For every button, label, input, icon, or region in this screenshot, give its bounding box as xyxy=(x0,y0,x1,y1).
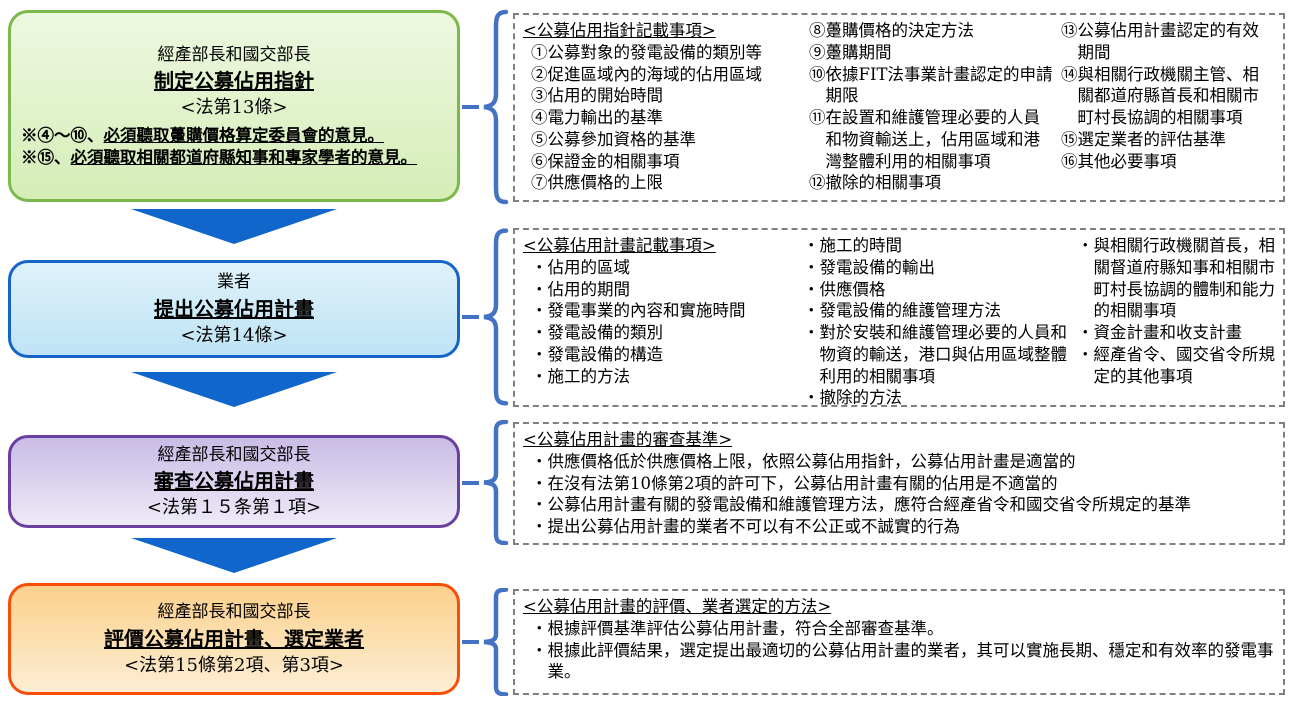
plan-item: ・發電設備的類別 xyxy=(531,323,663,343)
guideline-item: ⑭與相關行政機關主管、相關都道府縣首長和相關市町村長協調的相關事項 xyxy=(1061,64,1259,128)
brace-1-connector-line xyxy=(462,105,479,109)
brace-3-connector-line xyxy=(462,481,479,485)
guideline-item: ①公募對象的發電設備的類別等 xyxy=(531,42,762,62)
down-arrow-3 xyxy=(131,538,337,573)
step-1-law: <法第13條> xyxy=(180,97,288,119)
detail-box-evaluation-method: <公募佔用計畫的評價、業者選定的方法> ・根據評價基準評估公募佔用計畫，符合全部… xyxy=(513,589,1285,695)
step-2-law: <法第14條> xyxy=(180,324,288,346)
plan-item: ・發電設備的維護管理方法 xyxy=(803,301,1001,321)
evaluation-item: ・根據此評價結果，選定提出最適切的公募佔用計畫的業者，其可以實施長期、穩定和有效… xyxy=(531,640,1274,682)
plan-item: ・資金計畫和收支計畫 xyxy=(1077,323,1242,343)
plan-item: ・與相關行政機關首長，相關督道府縣知事和相關市町村長協調的體制和能力的相關事項 xyxy=(1077,236,1275,321)
step-2-actor: 業者 xyxy=(217,272,251,293)
review-item: ・在沒有法第10條第2項的許可下，公募佔用計畫有關的佔用是不適當的 xyxy=(531,473,1058,493)
guideline-item: ⑨躉購期間 xyxy=(809,42,892,62)
plan-item: ・佔用的區域 xyxy=(531,257,630,277)
step-4-actor: 經產部長和國交部長 xyxy=(157,602,311,623)
guideline-item: ③佔用的開始時間 xyxy=(531,86,663,106)
brace-4-connector-line xyxy=(462,640,479,644)
plan-item: ・施工的時間 xyxy=(803,236,902,255)
guideline-col-2: ⑧躉購價格的決定方法 ⑨躉購期間 ⑩依據FIT法事業計畫認定的申請期限 ⑪在設置… xyxy=(801,20,1053,194)
plan-item: ・佔用的期間 xyxy=(531,279,630,299)
flow-step-4-box: 經產部長和國交部長 評價公募佔用計畫、選定業者 <法第15條第2項、第3項> xyxy=(8,583,460,695)
guideline-item: ⑤公募參加資格的基準 xyxy=(531,129,696,149)
plan-item: ・供應價格 xyxy=(803,279,886,299)
step-1-note-1: ※④～⑩、必須聽取躉購價格算定委員會的意見。 xyxy=(21,125,384,145)
step-1-notes: ※④～⑩、必須聽取躉購價格算定委員會的意見。 ※⑮、必須聽取相關都道府縣知事和專… xyxy=(11,121,457,170)
guideline-item: ②促進區域內的海域的佔用區域 xyxy=(531,64,762,84)
flow-step-2-box: 業者 提出公募佔用計畫 <法第14條> xyxy=(8,260,460,358)
plan-item: ・經產省令、國交省令所規定的其他事項 xyxy=(1077,344,1275,386)
plan-col-2: ・施工的時間 ・發電設備的輸出 ・供應價格 ・發電設備的維護管理方法 ・對於安裝… xyxy=(795,235,1069,409)
plan-item: ・發電事業的內容和實施時間 xyxy=(531,301,746,321)
plan-item: ・施工的方法 xyxy=(531,366,630,386)
step-3-actor: 經產部長和國交部長 xyxy=(157,444,311,465)
down-arrow-2 xyxy=(131,372,337,407)
brace-2-icon xyxy=(477,228,511,406)
plan-heading: <公募佔用計畫記載事項> xyxy=(523,236,716,255)
step-2-action: 提出公募佔用計畫 xyxy=(154,296,314,321)
review-item: ・公募佔用計畫有關的發電設備和維護管理方法，應符合經產省令和國交省令所規定的基準 xyxy=(531,495,1191,515)
brace-4-icon xyxy=(477,588,511,696)
guideline-item: ⑩依據FIT法事業計畫認定的申請期限 xyxy=(809,64,1053,106)
guideline-item: ⑫撤除的相關事項 xyxy=(809,173,941,193)
down-arrow-1 xyxy=(131,209,337,244)
guideline-col-3: ⑬公募佔用計畫認定的有效期間 ⑭與相關行政機關主管、相關都道府縣首長和相關市町村… xyxy=(1053,20,1275,172)
detail-box-guideline-items: <公募佔用指針記載事項> ①公募對象的發電設備的類別等 ②促進區域內的海域的佔用… xyxy=(513,13,1285,202)
plan-col-3: ・與相關行政機關首長，相關督道府縣知事和相關市町村長協調的體制和能力的相關事項 … xyxy=(1069,235,1275,387)
brace-2-connector-line xyxy=(462,315,479,319)
step-4-action: 評價公募佔用計畫、選定業者 xyxy=(104,626,364,651)
flow-step-1-box: 經產部長和國交部長 制定公募佔用指針 <法第13條> ※④～⑩、必須聽取躉購價格… xyxy=(8,10,460,202)
step-1-note-2: ※⑮、必須聽取相關都道府縣知事和專家學者的意見。 xyxy=(21,147,417,167)
flow-step-3-box: 經產部長和國交部長 審查公募佔用計畫 <法第１５条第１項> xyxy=(8,435,460,528)
guideline-item: ⑪在設置和維護管理必要的人員和物資輸送上，佔用區域和港灣整體利用的相關事項 xyxy=(809,108,1040,171)
guideline-item: ⑮選定業者的評估基準 xyxy=(1061,129,1226,149)
plan-item: ・對於安裝和維護管理必要的人員和物資的輸送，港口與佔用區域整體利用的相關事項 xyxy=(803,323,1067,386)
brace-1-icon xyxy=(477,9,511,205)
review-item: ・提出公募佔用計畫的業者不可以有不公正或不誠實的行為 xyxy=(531,517,960,537)
brace-3-icon xyxy=(477,420,511,545)
guideline-item: ⑦供應價格的上限 xyxy=(531,173,663,193)
plan-item: ・發電設備的構造 xyxy=(531,344,663,364)
guideline-item: ⑬公募佔用計畫認定的有效期間 xyxy=(1061,21,1259,62)
guideline-col-1: <公募佔用指針記載事項> ①公募對象的發電設備的類別等 ②促進區域內的海域的佔用… xyxy=(523,20,801,194)
detail-box-plan-items: <公募佔用計畫記載事項> ・佔用的區域 ・佔用的期間 ・發電事業的內容和實施時間… xyxy=(513,228,1285,407)
step-1-action: 制定公募佔用指針 xyxy=(154,69,314,94)
step-3-law: <法第１５条第１項> xyxy=(146,497,322,519)
guideline-item: ⑧躉購價格的決定方法 xyxy=(809,21,974,40)
guideline-heading: <公募佔用指針記載事項> xyxy=(523,21,716,40)
review-item: ・供應價格低於供應價格上限，依照公募佔用指針，公募佔用計畫是適當的 xyxy=(531,451,1076,471)
step-1-actor: 經產部長和國交部長 xyxy=(157,44,311,65)
evaluation-heading: <公募佔用計畫的評價、業者選定的方法> xyxy=(523,597,832,616)
evaluation-item: ・根據評價基準評估公募佔用計畫，符合全部審查基準。 xyxy=(531,618,944,638)
plan-item: ・發電設備的輸出 xyxy=(803,257,935,277)
review-heading: <公募佔用計畫的審查基準> xyxy=(523,430,733,449)
plan-item: ・撤除的方法 xyxy=(803,388,902,408)
guideline-item: ④電力輸出的基準 xyxy=(531,108,663,128)
step-4-law: <法第15條第2項、第3項> xyxy=(124,654,344,676)
plan-col-1: <公募佔用計畫記載事項> ・佔用的區域 ・佔用的期間 ・發電事業的內容和實施時間… xyxy=(523,235,795,387)
detail-box-review-criteria: <公募佔用計畫的審查基準> ・供應價格低於供應價格上限，依照公募佔用指針，公募佔… xyxy=(513,422,1285,545)
step-3-action: 審查公募佔用計畫 xyxy=(154,469,314,494)
guideline-item: ⑥保證金的相關事項 xyxy=(531,151,680,171)
guideline-item: ⑯其他必要事項 xyxy=(1061,151,1177,171)
